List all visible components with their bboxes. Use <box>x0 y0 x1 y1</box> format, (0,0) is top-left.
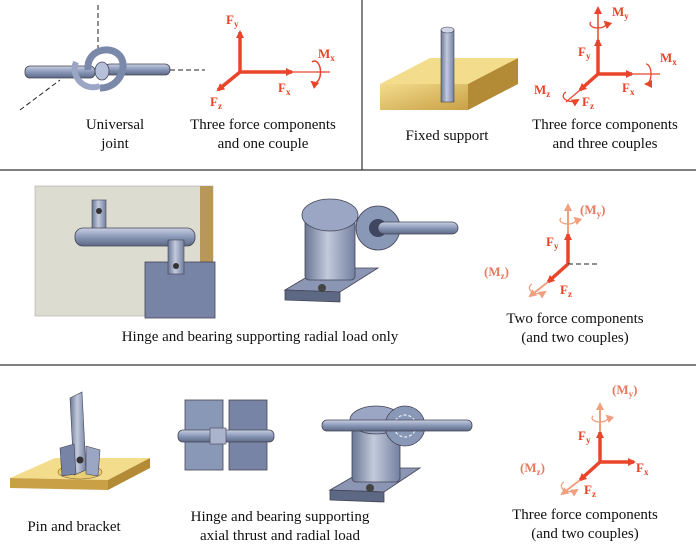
caption-line: joint <box>101 136 129 152</box>
label-fx-2: Fx <box>622 80 635 97</box>
label-fy-1: Fy <box>226 12 239 29</box>
label-my-2: My <box>612 4 629 21</box>
caption-line: Three force components <box>190 117 336 133</box>
caption-line: (and two couples) <box>521 330 629 346</box>
label-mz-3: (Mz) <box>484 264 509 281</box>
universal-joint-caption: Universal joint <box>70 116 160 154</box>
label-my-3: (My) <box>580 202 605 219</box>
pin-bracket-caption: Pin and bracket <box>14 518 134 537</box>
label-mz-4: (Mz) <box>520 460 545 477</box>
fixed-support-caption: Fixed support <box>392 127 502 146</box>
fixed-support-vectors <box>562 6 660 107</box>
label-mz-2: Mz <box>534 82 550 99</box>
bearing-axial-drawing <box>321 405 473 503</box>
caption-line: Fixed support <box>405 128 489 144</box>
fixed-support-drawing <box>380 26 518 110</box>
universal-joint-reactions: Three force components and one couple <box>178 116 348 154</box>
caption-line: Universal <box>85 117 145 133</box>
label-fz-3: Fz <box>560 282 572 299</box>
label-fy-3: Fy <box>546 234 559 251</box>
caption-line: axial thrust and radial load <box>200 528 360 544</box>
universal-joint-drawing <box>19 5 205 111</box>
panel-borders <box>0 0 696 366</box>
hinge-radial-drawing <box>34 185 216 319</box>
bearing-radial-drawing <box>283 198 459 303</box>
radial-caption: Hinge and bearing supporting radial load… <box>90 328 430 347</box>
label-fx-1: Fx <box>278 80 291 97</box>
caption-line: Two force components <box>506 311 644 327</box>
fixed-support-reactions: Three force components and three couples <box>520 116 690 154</box>
label-fz-1: Fz <box>210 94 222 111</box>
universal-joint-vectors <box>216 30 330 92</box>
axial-reactions: Three force components (and two couples) <box>500 506 670 544</box>
label-fz-4: Fz <box>584 482 596 499</box>
caption-line: Three force components <box>532 117 678 133</box>
caption-line: Pin and bracket <box>27 519 121 535</box>
caption-line: and one couple <box>217 136 309 152</box>
hinge-axial-drawing <box>177 399 275 471</box>
axial-vectors <box>560 402 636 497</box>
radial-reactions: Two force components (and two couples) <box>490 310 660 348</box>
label-fy-4: Fy <box>578 428 591 445</box>
label-my-4: (My) <box>612 382 637 399</box>
label-mx-1: Mx <box>318 46 335 63</box>
caption-line: (and two couples) <box>531 526 639 542</box>
caption-line: Hinge and bearing supporting <box>190 509 370 525</box>
label-fx-4: Fx <box>636 460 649 477</box>
label-fy-2: Fy <box>578 44 591 61</box>
label-fz-2: Fz <box>582 94 594 111</box>
axial-caption: Hinge and bearing supporting axial thrus… <box>180 508 380 546</box>
caption-line: Three force components <box>512 507 658 523</box>
pin-bracket-drawing <box>10 391 150 490</box>
vector-labels: Fy Mx Fx Fz My Fy Mx Mz Fz Fx (My) Fy (M… <box>210 4 677 499</box>
label-mx-2: Mx <box>660 50 677 67</box>
caption-line: and three couples <box>552 136 658 152</box>
radial-vectors <box>528 203 600 299</box>
caption-line: Hinge and bearing supporting radial load… <box>121 329 399 345</box>
